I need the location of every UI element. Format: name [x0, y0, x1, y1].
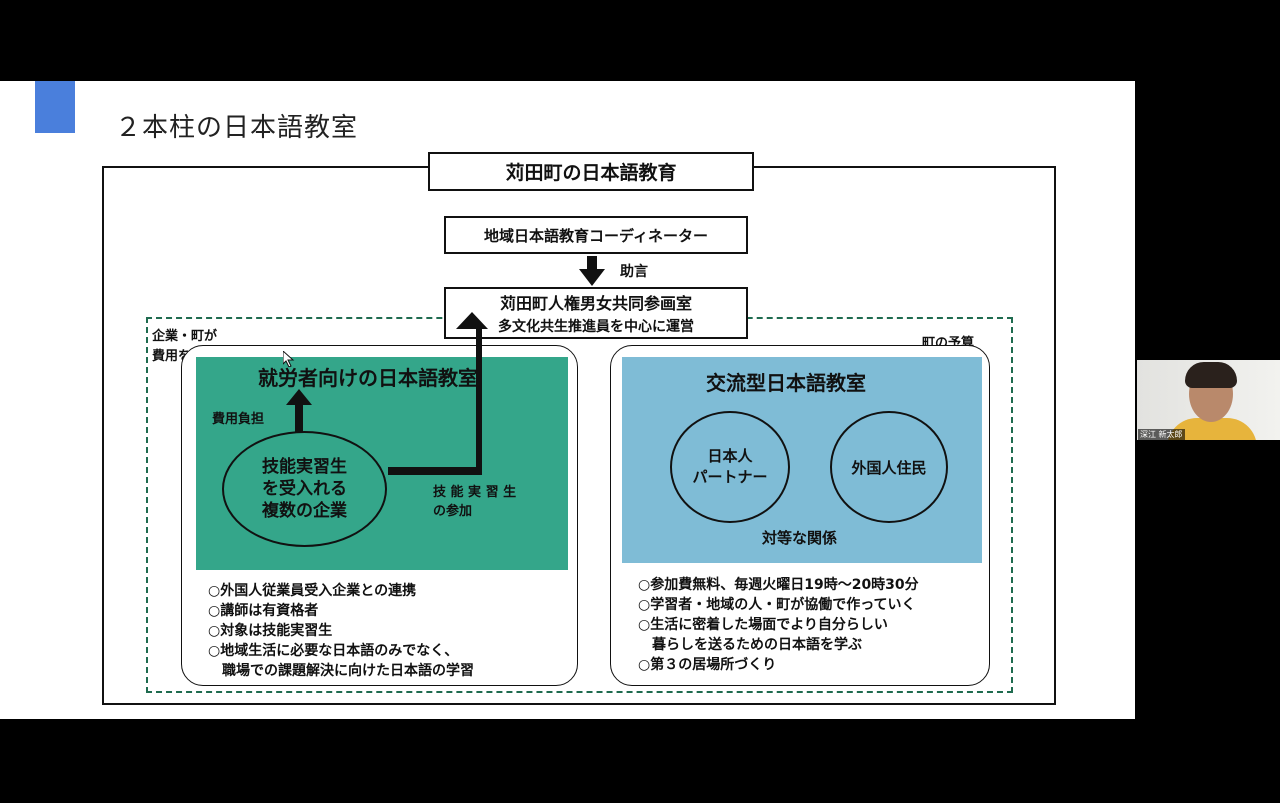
equal-relationship-label: 対等な関係 [762, 529, 838, 547]
companies-ellipse: 技能実習生 を受入れる 複数の企業 [222, 431, 387, 547]
list-item: 暮らしを送るための日本語を学ぶ [638, 637, 862, 653]
japanese-partner-circle: 日本人 パートナー [670, 411, 790, 523]
flow-arrows-icon [286, 312, 488, 475]
slide-title: ２本柱の日本語教室 [115, 113, 359, 143]
cost-burden-label: 費用負担 [212, 412, 265, 427]
presenter-hair [1185, 362, 1237, 388]
workers-class-bullets: ○外国人従業員受入企業との連携 ○講師は有資格者 ○対象は技能実習生 ○地域生活… [208, 581, 474, 681]
trainee-participation-label: 技 能 実 習 生 の参加 [433, 483, 516, 521]
list-item: ○地域生活に必要な日本語のみでなく、 [208, 643, 459, 659]
trainee-line1: 技 能 実 習 生 [433, 485, 517, 500]
trainee-line2: の参加 [433, 504, 473, 519]
list-item: 職場での課題解決に向けた日本語の学習 [208, 663, 474, 679]
workers-class-title: 就労者向けの日本語教室 [258, 366, 478, 390]
mouse-cursor-icon [283, 351, 295, 367]
companies-line1: 技能実習生 [262, 457, 347, 477]
companies-line3: 複数の企業 [262, 501, 347, 521]
presentation-slide: ２本柱の日本語教室 苅田町の日本語教育 地域日本語教育コーディネーター 助言 苅… [0, 81, 1135, 719]
cost-share-note-line1: 企業・町が [152, 329, 218, 344]
presenter-shirt [1167, 418, 1257, 440]
exchange-class-bullets: ○参加費無料、毎週火曜日19時～20時30分 ○学習者・地域の人・町が協働で作っ… [638, 575, 919, 675]
advice-label: 助言 [620, 264, 648, 280]
education-title-box: 苅田町の日本語教育 [428, 152, 754, 191]
list-item: ○対象は技能実習生 [208, 623, 333, 639]
list-item: ○参加費無料、毎週火曜日19時～20時30分 [638, 577, 919, 593]
arrow-down-icon [579, 256, 605, 286]
list-item: ○講師は有資格者 [208, 603, 319, 619]
japanese-partner-line1: 日本人 [707, 447, 753, 465]
participant-name-label: 深江 新太郎 [1138, 429, 1185, 440]
foreign-residents-circle: 外国人住民 [830, 411, 948, 523]
list-item: ○生活に密着した場面でより自分らしい [638, 617, 888, 633]
japanese-partner-line2: パートナー [692, 468, 768, 486]
companies-line2: を受入れる [262, 479, 347, 499]
coordinator-box: 地域日本語教育コーディネーター [444, 216, 748, 254]
title-accent-bar [35, 81, 75, 133]
exchange-class-title: 交流型日本語教室 [706, 371, 866, 395]
office-name: 苅田町人権男女共同参画室 [499, 294, 692, 313]
list-item: ○第３の居場所づくり [638, 657, 777, 673]
webcam-thumbnail[interactable]: 深江 新太郎 [1137, 360, 1280, 440]
office-subtitle: 多文化共生推進員を中心に運営 [498, 319, 694, 335]
list-item: ○学習者・地域の人・町が協働で作っていく [638, 597, 916, 613]
office-box: 苅田町人権男女共同参画室 多文化共生推進員を中心に運営 [444, 287, 748, 339]
list-item: ○外国人従業員受入企業との連携 [208, 583, 417, 599]
